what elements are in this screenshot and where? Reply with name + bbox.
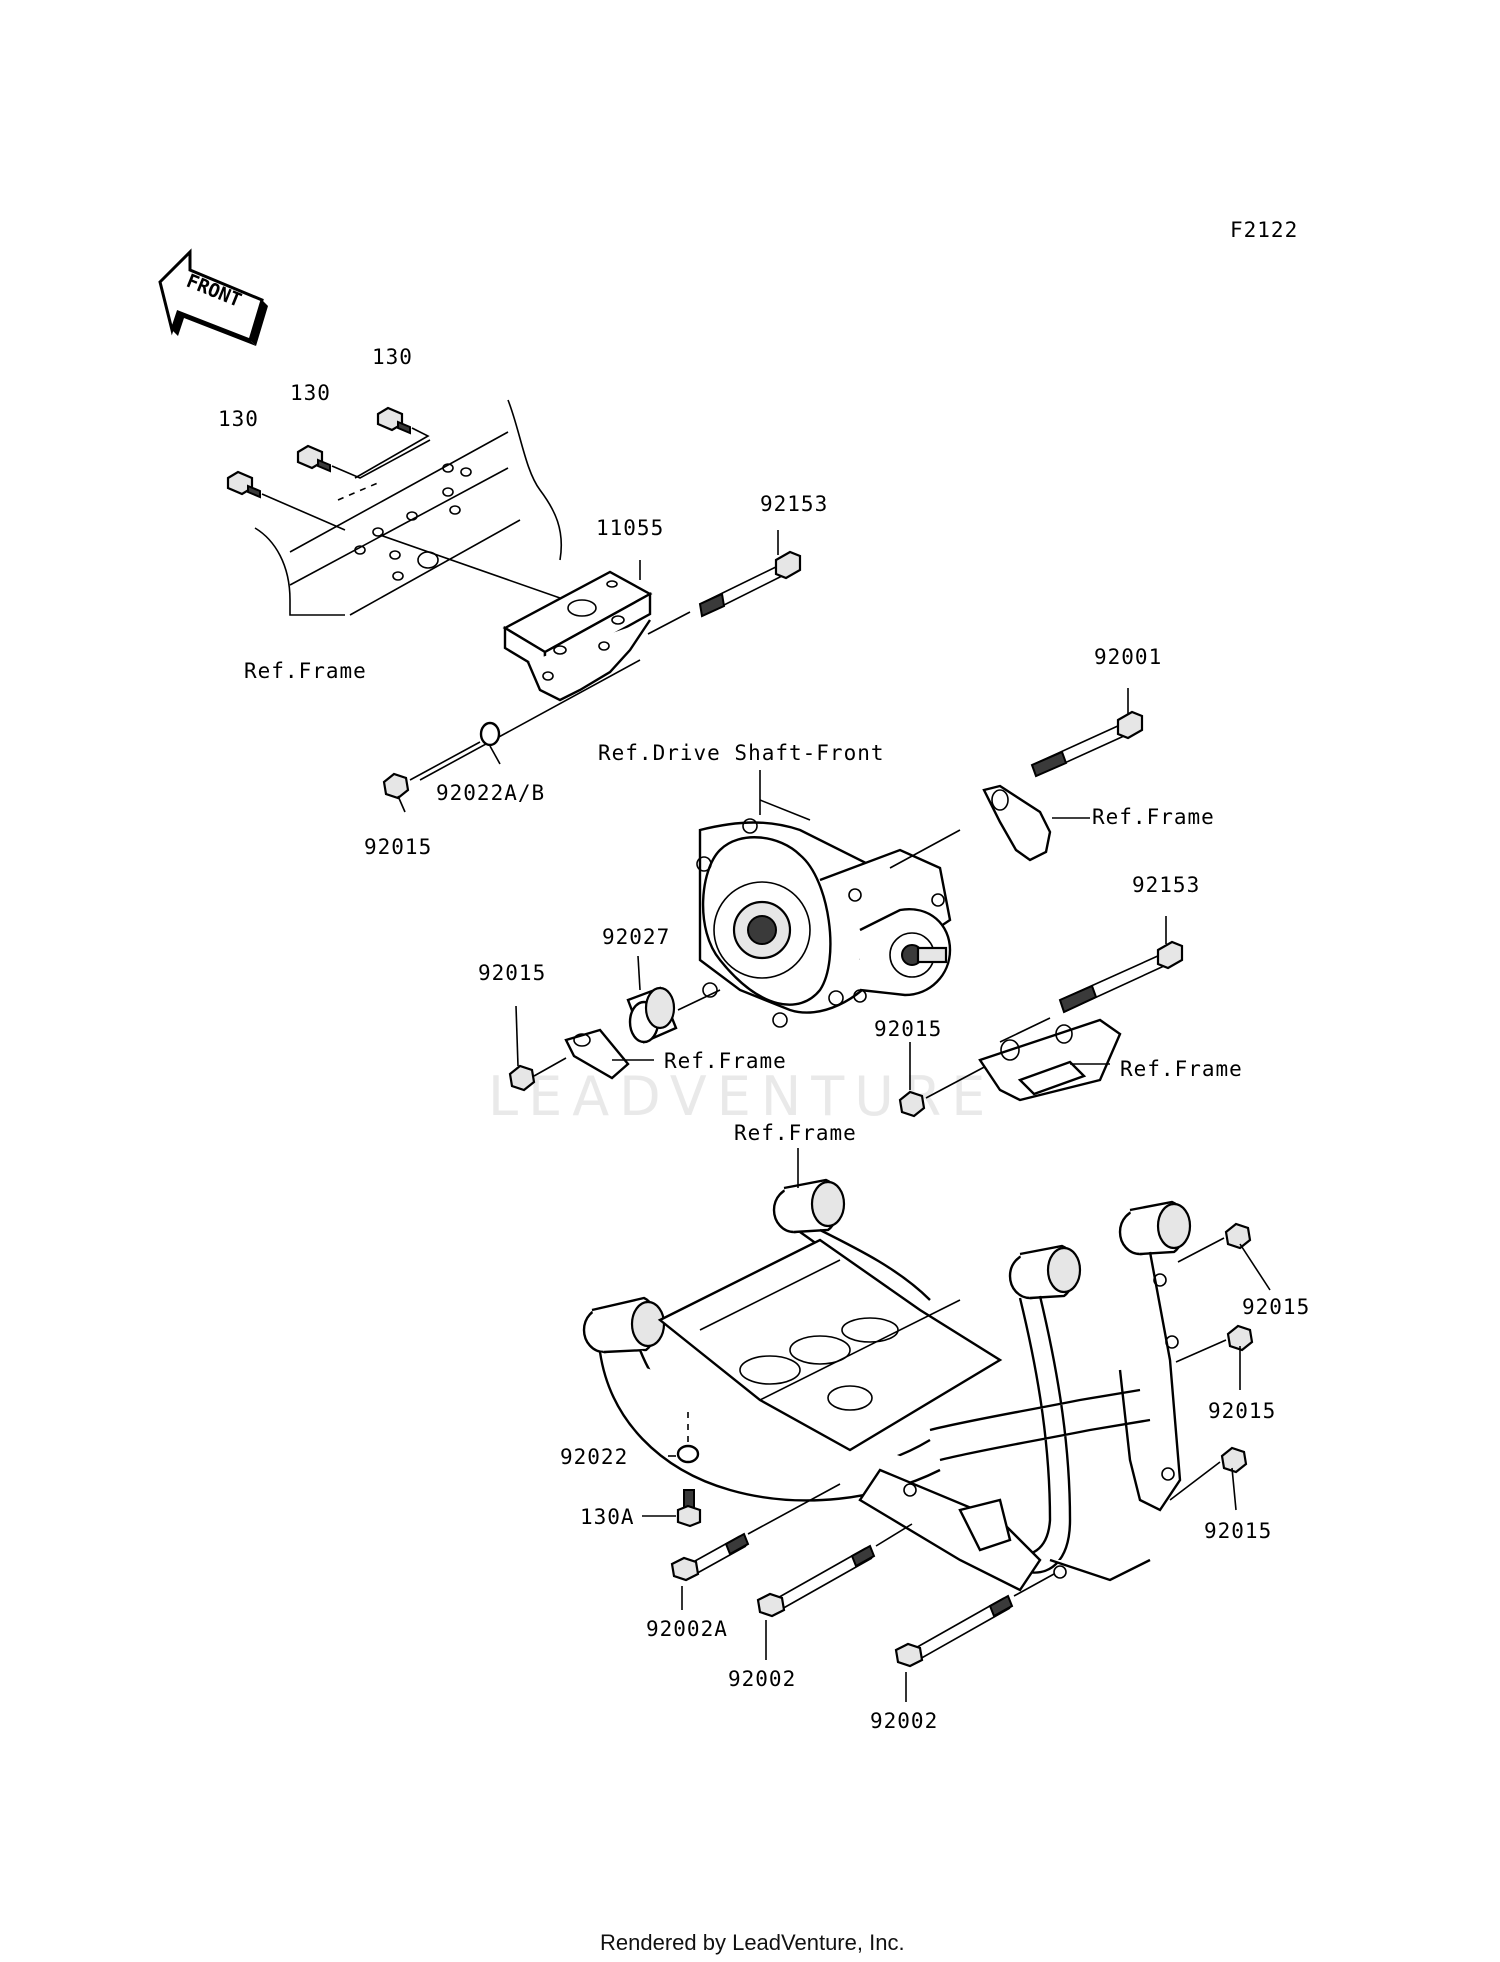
nut-92015-mid: [898, 1090, 926, 1118]
ref-frame-bracket-right-mid: [978, 1018, 1122, 1102]
label-130-middle: 130: [290, 381, 331, 405]
leader-92015-right-3: [1231, 1467, 1237, 1511]
nut-92015-right-1: [1224, 1222, 1252, 1250]
guide-92015-right-3: [1169, 1461, 1221, 1501]
label-ref-frame-right-mid: Ref.Frame: [1120, 1057, 1243, 1081]
bolt-92153-top: [698, 550, 802, 618]
ref-frame-plate-left-mid: [564, 1028, 630, 1080]
guide-collar: [677, 989, 721, 1011]
guide-92002a: [747, 1483, 841, 1535]
nut-92015-right-3: [1220, 1446, 1248, 1474]
guide-92002-b: [1013, 1573, 1055, 1597]
bolt-130-left: [226, 470, 346, 531]
nut-92015-right-2: [1226, 1324, 1254, 1352]
label-ref-frame-right-top: Ref.Frame: [1092, 805, 1215, 829]
bolt-130-right: [354, 406, 430, 479]
label-130-right: 130: [372, 345, 413, 369]
leader-92022ab: [489, 745, 501, 765]
front-differential-housing: [696, 799, 952, 1028]
bracket-11055: [502, 570, 653, 702]
bolt-130a: [676, 1489, 702, 1528]
label-92002-b: 92002: [870, 1709, 938, 1733]
guide-92002-a: [875, 1523, 913, 1547]
label-92001: 92001: [1094, 645, 1162, 669]
label-130-left: 130: [218, 407, 259, 431]
bolt-92001: [1030, 710, 1144, 778]
label-ref-frame-left-mid: Ref.Frame: [664, 1049, 787, 1073]
label-92153-mid: 92153: [1132, 873, 1200, 897]
bolt-92153-mid: [1058, 940, 1184, 1014]
washer-92022ab: [479, 721, 501, 747]
label-ref-frame-top: Ref.Frame: [244, 659, 367, 683]
bolt-130-middle: [296, 439, 431, 479]
label-92002a: 92002A: [646, 1617, 728, 1641]
label-ref-drive-shaft: Ref.Drive Shaft-Front: [598, 741, 885, 765]
label-92015-right-1: 92015: [1242, 1295, 1310, 1319]
label-92015-right-3: 92015: [1204, 1519, 1272, 1543]
washer-92022: [676, 1444, 700, 1464]
guide-nut-left-top: [409, 741, 481, 781]
guide-nut-mid: [925, 1063, 991, 1099]
bolt-92002-a: [756, 1544, 876, 1618]
dashed-guide: [337, 481, 381, 501]
guide-92153-mid: [999, 1017, 1051, 1043]
label-92027: 92027: [602, 925, 670, 949]
leader-92027: [637, 955, 641, 991]
leader-92015-left-mid: [515, 1005, 519, 1067]
ref-frame-bracket-right-top: [982, 784, 1052, 862]
nut-92015-left-top: [382, 772, 410, 800]
label-11055: 11055: [596, 516, 664, 540]
label-92022: 92022: [560, 1445, 628, 1469]
front-arrow-icon: FRONT: [158, 248, 268, 346]
bolt-92002-b: [894, 1594, 1014, 1668]
label-92015-mid: 92015: [874, 1017, 942, 1041]
label-92015-left-top: 92015: [364, 835, 432, 859]
label-92002-a: 92002: [728, 1667, 796, 1691]
guide-line-bracket: [379, 534, 561, 599]
guide-92001: [889, 829, 961, 869]
guide-92153-top: [647, 611, 691, 635]
guide-92015-right-2: [1175, 1339, 1227, 1363]
ref-frame-upper-drawing: [254, 399, 563, 616]
label-92015-left-mid: 92015: [478, 961, 546, 985]
collar-92027: [626, 986, 678, 1044]
label-ref-frame-lower: Ref.Frame: [734, 1121, 857, 1145]
label-130a: 130A: [580, 1505, 635, 1529]
guide-92015-right-1: [1177, 1237, 1225, 1263]
guide-nut-left-mid: [533, 1057, 567, 1077]
figure-code: F2122: [1230, 218, 1298, 242]
watermark: LEADVENTURE: [488, 1065, 995, 1128]
label-92153-top: 92153: [760, 492, 828, 516]
guide-lower-bracket: [419, 659, 641, 781]
ref-frame-lower-drawing: [582, 1178, 1192, 1592]
leader-92015-right-1: [1239, 1243, 1271, 1291]
leader-92015-left-top: [397, 795, 406, 813]
label-92022ab: 92022A/B: [436, 781, 545, 805]
label-92015-right-2: 92015: [1208, 1399, 1276, 1423]
footer-credit: Rendered by LeadVenture, Inc.: [600, 1930, 905, 1955]
bolt-92002a: [670, 1532, 750, 1582]
nut-92015-left-mid: [508, 1064, 536, 1092]
